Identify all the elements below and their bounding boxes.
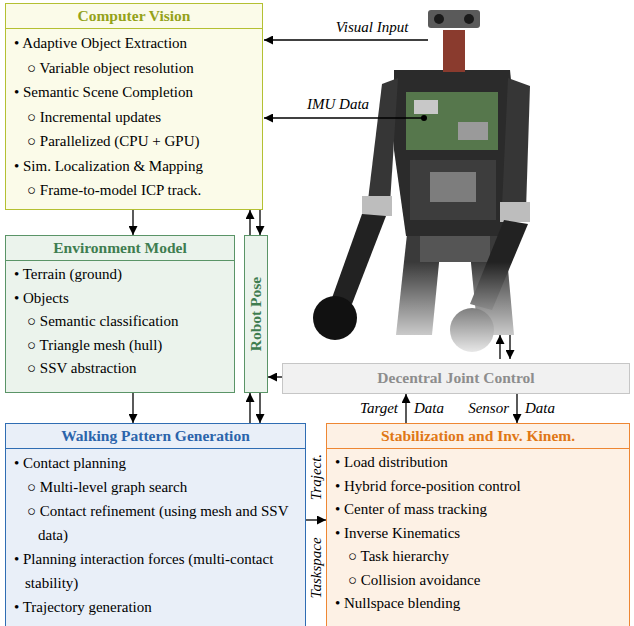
bullet-item: ○ Contact refinement (using mesh and SSV… [6, 499, 305, 547]
robot-abdomen [410, 160, 496, 220]
bullet-item: • Hybrid force-position control [327, 475, 629, 499]
signal-label: Data [412, 400, 446, 417]
bullet-item: • Adaptive Object Extraction [6, 31, 262, 56]
module-box: Environment Model• Terrain (ground)• Obj… [5, 235, 235, 393]
flow-arrow [132, 210, 133, 235]
robot-arrow [499, 335, 500, 359]
bullet-item: ○ Multi-level graph search [6, 475, 305, 499]
bullet-item: • Planning interaction forces (multi-con… [6, 547, 305, 595]
robot-abdomen-plate [430, 172, 476, 202]
circuit-chip [458, 122, 488, 140]
flow-arrow [259, 210, 260, 235]
flow-arrow [132, 393, 133, 423]
flow-arrow [268, 376, 282, 377]
joint-control-box: Decentral Joint Control [282, 363, 630, 394]
signal-label: Taskspace [308, 535, 325, 600]
circuit-board [406, 92, 498, 150]
flow-arrow [259, 393, 260, 423]
box-heading: Decentral Joint Control [283, 364, 629, 391]
signal-label: Traject. [308, 452, 325, 502]
bullet-item: ○ Parallelized (CPU + GPU) [6, 129, 262, 154]
bullet-item: • Trajectory generation [6, 595, 305, 619]
robot-arm [502, 78, 530, 210]
module-box: Computer Vision• Adaptive Object Extract… [5, 3, 263, 210]
bullet-item: • Semantic Scene Completion [6, 80, 262, 105]
robot-torso [394, 70, 518, 236]
bullet-item: ○ SSV abstraction [6, 357, 234, 381]
bullet-item: ○ Collision avoidance [327, 569, 629, 593]
input-arrow [264, 39, 428, 40]
robot-forearm [332, 214, 386, 304]
robot-hand-ball [313, 296, 357, 340]
flow-arrow [249, 210, 250, 235]
bullet-item: ○ Triangle mesh (hull) [6, 334, 234, 358]
camera-head [428, 10, 480, 28]
bullet-list: • Adaptive Object Extraction○ Variable o… [6, 29, 262, 207]
box-heading: Robot Pose [245, 277, 267, 351]
module-box: Stabilization and Inv. Kinem.• Load dist… [326, 423, 630, 626]
flow-arrow [405, 394, 406, 423]
bullet-item: ○ Semantic classification [6, 310, 234, 334]
robot-neck [443, 30, 465, 72]
robot-arrow [509, 335, 510, 359]
flow-arrow [306, 519, 326, 520]
bullet-list: • Load distribution• Hybrid force-positi… [327, 449, 629, 620]
camera-lens [434, 14, 444, 24]
bullet-item: • Center of mass tracking [327, 498, 629, 522]
bullet-item: • Inverse Kinematics [327, 522, 629, 546]
box-heading: Walking Pattern Generation [6, 424, 305, 449]
camera-lens [464, 14, 474, 24]
bullet-list: • Contact planning○ Multi-level graph se… [6, 449, 305, 623]
box-heading: Computer Vision [6, 4, 262, 29]
box-heading: Environment Model [6, 236, 234, 261]
robot-elbow [500, 202, 530, 222]
robot-arm [368, 78, 398, 204]
bullet-item: ○ Task hierarchy [327, 545, 629, 569]
flow-arrow [249, 393, 250, 423]
module-box: Walking Pattern Generation• Contact plan… [5, 423, 306, 626]
bullet-item: • Nullspace blending [327, 592, 629, 616]
bullet-item: • Terrain (ground) [6, 263, 234, 287]
bullet-item: ○ Frame-to-model ICP track. [6, 178, 262, 203]
robot-elbow [362, 196, 392, 216]
signal-label: Visual Input [334, 19, 411, 36]
signal-label: IMU Data [305, 96, 371, 113]
box-heading: Stabilization and Inv. Kinem. [327, 424, 629, 449]
bullet-item: ○ Incremental updates [6, 105, 262, 130]
signal-label: Sensor [466, 400, 511, 417]
bullet-item: ○ Variable object resolution [6, 56, 262, 81]
bullet-item: • Objects [6, 287, 234, 311]
bullet-item: • Sim. Localization & Mapping [6, 154, 262, 179]
signal-label: Data [523, 400, 557, 417]
bullet-item: • Load distribution [327, 451, 629, 475]
bullet-list: • Terrain (ground)• Objects○ Semantic cl… [6, 261, 234, 385]
robot-fade [380, 262, 530, 362]
flow-arrow [516, 394, 517, 423]
bullet-item: • Contact planning [6, 451, 305, 475]
input-arrow [264, 117, 424, 118]
pose-band: Robot Pose [244, 235, 268, 393]
robot-body [313, 10, 530, 362]
signal-label: Target [358, 400, 400, 417]
circuit-chip [414, 100, 438, 114]
